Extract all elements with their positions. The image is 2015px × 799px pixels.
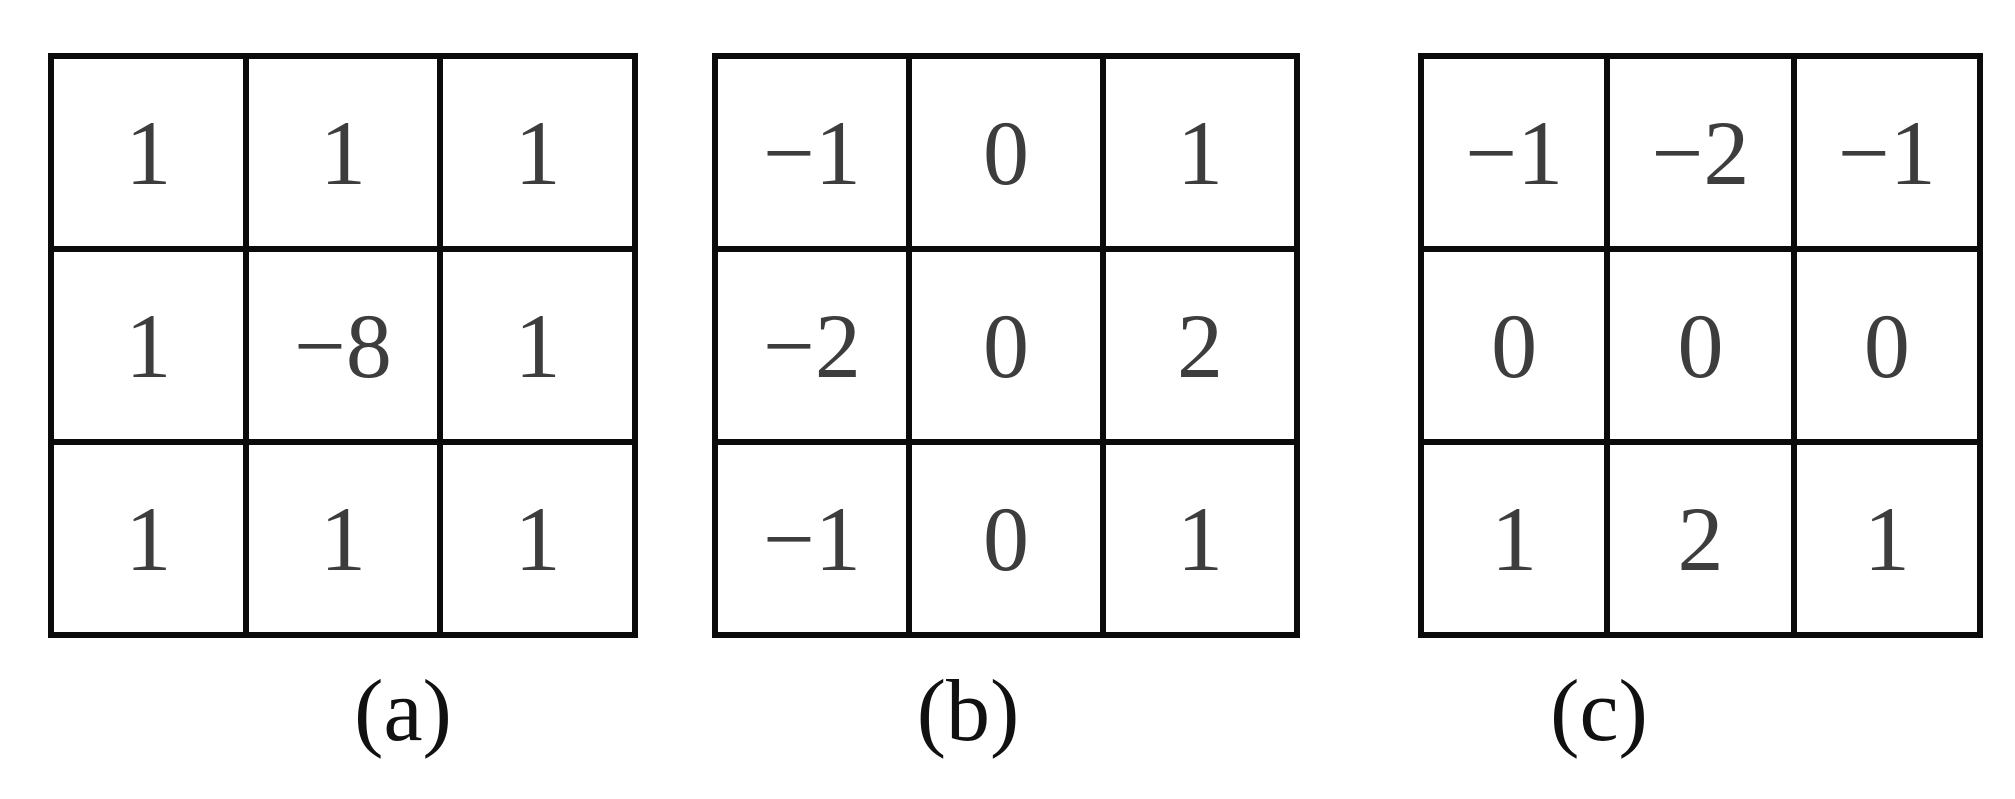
kernel-a-row-1: 1 −8 1	[48, 246, 638, 445]
kernel-a-table: 1 1 1 1 −8 1 1 1 1	[48, 53, 638, 638]
kernel-grid-a: 1 1 1 1 −8 1 1 1 1	[48, 53, 638, 638]
kernel-b-cell-1-2: 2	[1100, 246, 1300, 445]
kernel-c-cell-0-1: −2	[1604, 53, 1797, 252]
kernel-a-cell-1-0: 1	[48, 246, 249, 445]
kernel-c-row-1: 0 0 0	[1417, 246, 1984, 445]
kernel-b-cell-2-1: 0	[906, 439, 1106, 638]
kernel-c-row-2: 1 2 1	[1417, 439, 1984, 638]
kernel-b-row-2: −1 0 1	[712, 439, 1300, 638]
kernel-label-a: (a)	[354, 663, 452, 760]
kernel-a-cell-2-1: 1	[242, 439, 444, 638]
kernel-c-cell-1-2: 0	[1790, 246, 1984, 445]
kernel-b-cell-1-0: −2	[712, 246, 912, 445]
kernel-a-cell-1-2: 1	[437, 246, 638, 445]
kernel-b-cell-0-2: 1	[1100, 53, 1300, 252]
kernel-b-cell-2-2: 1	[1100, 439, 1300, 638]
kernel-a-row-2: 1 1 1	[48, 439, 638, 638]
kernel-a-cell-1-1: −8	[242, 246, 444, 445]
kernel-c-cell-1-0: 0	[1417, 246, 1611, 445]
kernel-a-cell-0-1: 1	[242, 53, 444, 252]
kernel-b-cell-2-0: −1	[712, 439, 912, 638]
kernel-a-row-0: 1 1 1	[48, 53, 638, 252]
kernel-b-table: −1 0 1 −2 0 2 −1 0 1	[712, 53, 1300, 638]
kernel-c-cell-0-2: −1	[1790, 53, 1984, 252]
kernel-c-cell-2-1: 2	[1604, 439, 1797, 638]
kernel-c-cell-2-0: 1	[1417, 439, 1611, 638]
kernel-b-cell-0-1: 0	[906, 53, 1106, 252]
kernel-grid-c: −1 −2 −1 0 0 0 1 2 1	[1417, 53, 1984, 638]
kernel-grid-b: −1 0 1 −2 0 2 −1 0 1	[712, 53, 1300, 638]
kernel-c-table: −1 −2 −1 0 0 0 1 2 1	[1417, 53, 1984, 638]
kernel-b-cell-0-0: −1	[712, 53, 912, 252]
kernel-b-row-0: −1 0 1	[712, 53, 1300, 252]
kernel-c-cell-0-0: −1	[1417, 53, 1611, 252]
kernel-label-b: (b)	[916, 663, 1020, 760]
kernel-c-cell-2-2: 1	[1790, 439, 1984, 638]
kernel-a-cell-0-0: 1	[48, 53, 249, 252]
kernel-label-c: (c)	[1550, 663, 1648, 760]
kernel-c-row-0: −1 −2 −1	[1417, 53, 1984, 252]
kernel-b-row-1: −2 0 2	[712, 246, 1300, 445]
kernel-b-cell-1-1: 0	[906, 246, 1106, 445]
kernel-c-cell-1-1: 0	[1604, 246, 1797, 445]
kernel-a-cell-0-2: 1	[437, 53, 638, 252]
kernel-a-cell-2-0: 1	[48, 439, 249, 638]
kernel-a-cell-2-2: 1	[437, 439, 638, 638]
